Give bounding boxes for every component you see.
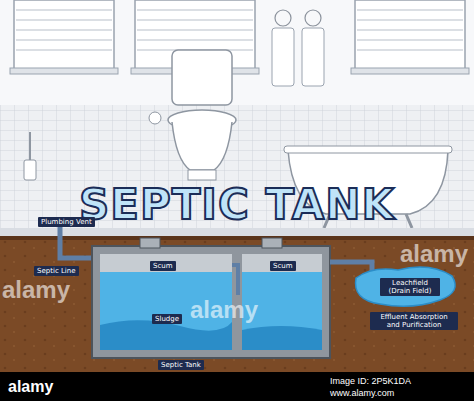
watermark: alamy bbox=[400, 240, 468, 268]
watermark: Image ID: 2P5K1DA bbox=[330, 376, 411, 386]
part-label: Septic Tank bbox=[158, 360, 204, 370]
part-label: Scum bbox=[270, 261, 296, 271]
diagram-title: SEPTIC TANK bbox=[79, 180, 395, 229]
part-label: Effluent Absorption and Purification bbox=[370, 312, 458, 330]
part-label: Septic Line bbox=[34, 266, 79, 276]
part-label: Leachfield (Drain Field) bbox=[380, 278, 440, 296]
watermark: alamy bbox=[8, 378, 53, 396]
watermark: www.alamy.com bbox=[330, 388, 394, 398]
part-label: Sludge bbox=[152, 314, 182, 324]
watermark: alamy bbox=[2, 276, 70, 304]
part-label: Plumbing Vent bbox=[38, 217, 95, 227]
part-label: Scum bbox=[150, 261, 176, 271]
watermark: alamy bbox=[190, 296, 258, 324]
